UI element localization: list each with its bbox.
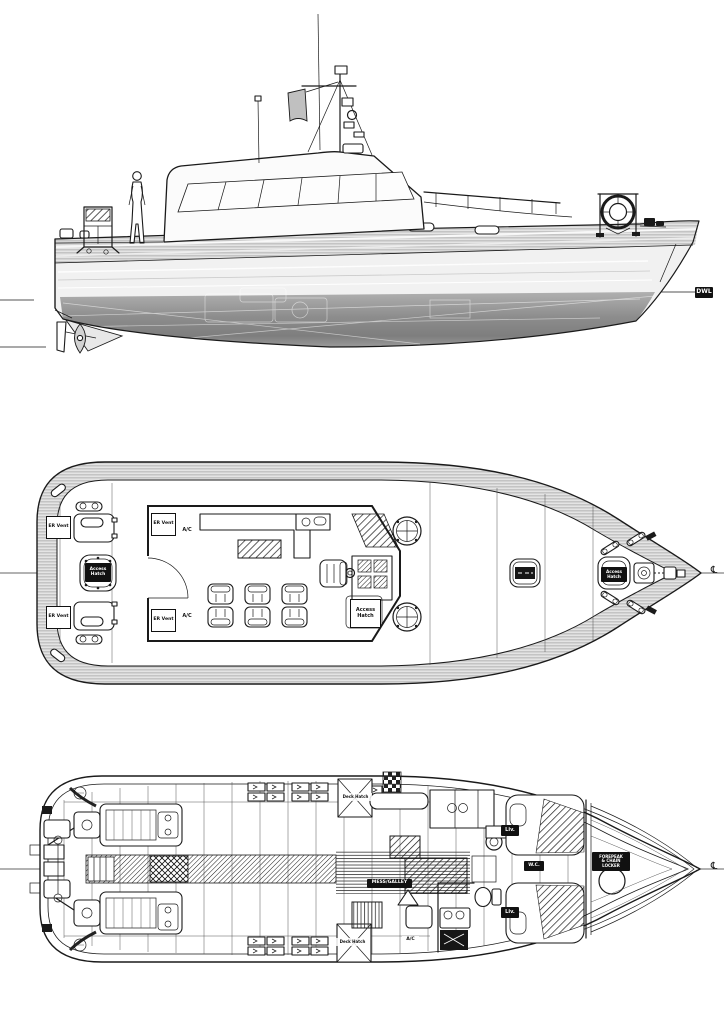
stern-fittings [59, 228, 90, 239]
cabin-windows [177, 171, 415, 213]
seat [281, 606, 308, 628]
mess-galley-label: MESS/GALLEY [367, 879, 412, 888]
helm-seat [319, 559, 348, 588]
ac-label-lower: A/C [402, 936, 419, 945]
helm-console [344, 555, 393, 629]
settee [369, 792, 429, 810]
ac-label-port: A/C [182, 613, 192, 620]
exhaust-port [68, 930, 97, 952]
bench-seat [405, 905, 433, 929]
ac-label-stbd: A/C [182, 527, 192, 534]
profile-view [0, 13, 700, 354]
small-escape-hatch [509, 558, 541, 588]
deck-hatch-label-bottom: Deck Hatch [336, 938, 369, 946]
windshield-hatch [351, 513, 399, 548]
anchor-winch-profile [639, 218, 667, 228]
battery-banks [247, 782, 383, 956]
er-vent-label-cabin-stbd: ER Vent [151, 513, 176, 536]
steering-gear [29, 806, 71, 932]
flag [287, 88, 308, 122]
mast-antennas [254, 13, 373, 164]
console-hatch-frame [345, 595, 383, 629]
main-deck-view [0, 461, 724, 685]
battery-bank [291, 782, 329, 802]
wheelhouse [163, 143, 573, 243]
life-ring-frame [596, 193, 640, 238]
propeller-rudder [54, 309, 124, 354]
seat [207, 583, 234, 605]
seat [244, 606, 271, 628]
engine-room [47, 786, 183, 952]
mess-table [404, 857, 468, 894]
access-hatch-label-aft: Access Hatch [85, 563, 111, 582]
seat [244, 583, 271, 605]
berth-stbd [505, 794, 585, 856]
er-vent-label-cabin-port: ER Vent [151, 609, 176, 632]
battery-bank [247, 936, 285, 956]
er-vent-label-aft-port: ER Vent [46, 606, 71, 629]
wc-label: W.C. [524, 861, 544, 871]
seat [281, 583, 308, 605]
horn [353, 131, 365, 138]
gearbox-port [73, 899, 101, 927]
forepeak-label: FOREPEAK & CHAIN LOCKER [592, 852, 630, 871]
living-label-port: Liv. [501, 907, 519, 918]
living-label-stbd: Liv. [501, 825, 519, 836]
wheelhouse-plan [147, 505, 401, 642]
access-hatch-label-console: Access Hatch [350, 599, 381, 628]
table [237, 539, 282, 559]
round-deck-hatch-stbd [392, 516, 422, 546]
foredeck-handrail [423, 191, 561, 214]
dwl-label: DWL [695, 287, 713, 298]
engine-port [99, 891, 183, 935]
wc-compartment [437, 882, 502, 953]
access-hatch-label-bow: Access Hatch [601, 567, 627, 582]
galley-counter [429, 789, 495, 829]
stern-crane [76, 206, 120, 255]
er-vent-housing-stbd [73, 513, 118, 543]
foam-collar-side [55, 221, 699, 263]
centerline-symbol-lower: ℄ [710, 860, 718, 872]
interior-ghost-lines [62, 287, 656, 347]
door-swing [147, 557, 189, 599]
underwater-hull [60, 292, 655, 347]
skylight-grate [382, 771, 402, 793]
deck-hatch-label-top: Deck Hatch [339, 793, 372, 801]
round-deck-hatch-port [392, 602, 422, 632]
er-vent-housing-port [73, 601, 118, 631]
battery-bank [247, 782, 285, 802]
foredeck-trunk-line [423, 201, 573, 218]
er-vent-label-aft-stbd: ER Vent [46, 516, 71, 539]
lower-deck-view [0, 771, 724, 963]
walkway [85, 854, 337, 884]
bow-cleats [600, 531, 646, 615]
exhaust-stbd [68, 786, 97, 808]
fuel-tank [150, 856, 188, 882]
ladder [87, 856, 115, 882]
hull-side [54, 220, 700, 348]
crew-figure [128, 171, 146, 244]
engine-stbd [99, 803, 183, 847]
anchor-windlass [633, 562, 686, 584]
centerline-symbol-main: ℄ [710, 564, 718, 576]
gearbox-stbd [73, 811, 101, 839]
locker [471, 855, 497, 883]
aft-deck-line [54, 241, 164, 244]
battery-bank [291, 936, 329, 956]
light-bar [342, 143, 364, 154]
aft-deck-fittings [50, 483, 118, 663]
basin-unit [439, 907, 471, 929]
toilet [474, 886, 492, 908]
crew-seats [207, 583, 308, 628]
forepeak [585, 799, 698, 939]
stairs [351, 901, 383, 929]
galley-table-small [389, 835, 421, 859]
seat [207, 606, 234, 628]
